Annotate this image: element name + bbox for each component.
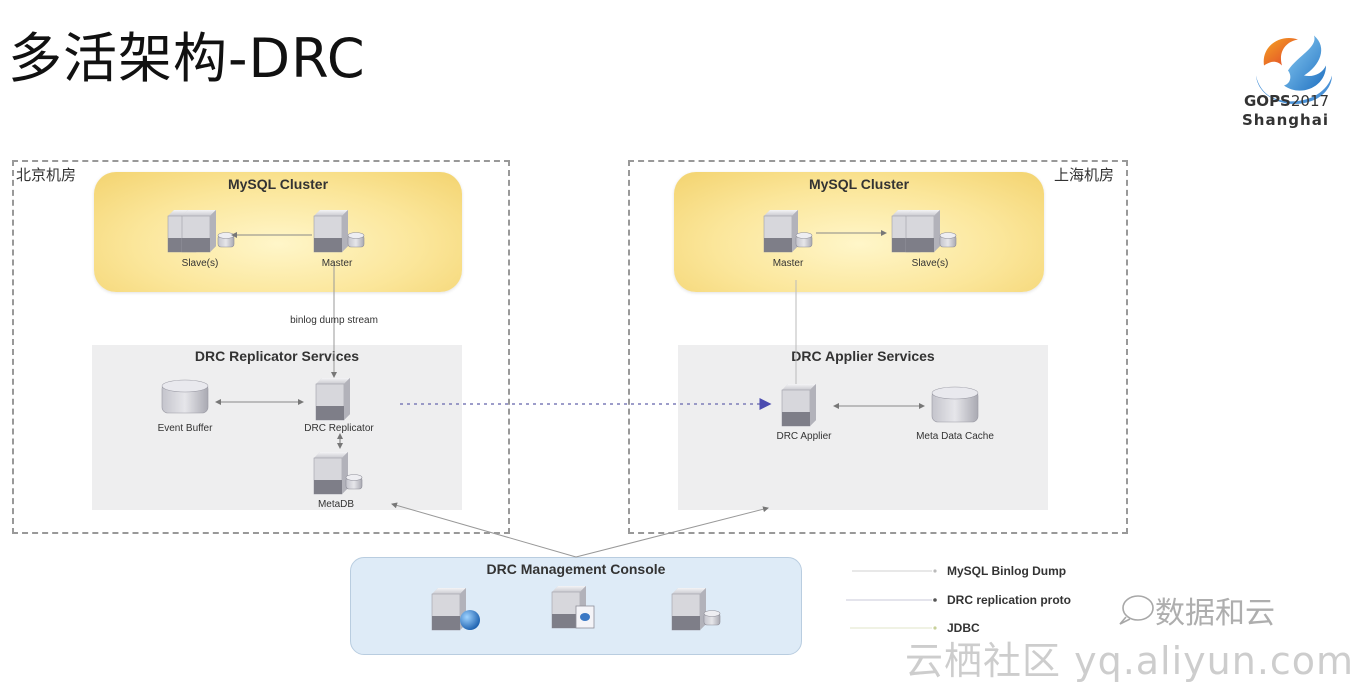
cluster-title: MySQL Cluster	[227, 176, 329, 192]
drc-replicator-server-icon	[315, 377, 351, 421]
shanghai-datacenter-box	[628, 160, 1128, 534]
metadb-label: MetaDB	[317, 499, 355, 510]
wechat-icon	[1119, 595, 1154, 625]
binlog-stream-label: binlog dump stream	[290, 315, 378, 326]
meta-data-cache-label: Meta Data Cache	[916, 431, 994, 442]
legend-label-jdbc: JDBC	[947, 621, 980, 635]
drc-replicator-services-group: DRC Replicator Services	[92, 345, 462, 510]
group-title: DRC Replicator Services	[194, 348, 360, 364]
beijing-datacenter-label: 北京机房	[16, 166, 77, 184]
legend-label-replication: DRC replication proto	[947, 593, 1072, 607]
drc-applier-server-icon	[781, 383, 817, 427]
legend-label-binlog: MySQL Binlog Dump	[947, 564, 1067, 578]
app-server-icon	[551, 585, 595, 629]
shanghai-datacenter-label: 上海机房	[1054, 166, 1115, 184]
console-to-applier-line	[575, 506, 769, 558]
legend-arrow-binlog	[933, 569, 937, 573]
slave-server-icon	[167, 209, 235, 253]
site-watermark: 云栖社区 yq.aliyun.com	[905, 639, 1355, 683]
slide-title: 多活架构-DRC	[8, 27, 366, 90]
slave-server-icon	[891, 209, 957, 253]
drc-replicator-label: DRC Replicator	[304, 423, 374, 434]
master-server-icon	[763, 209, 813, 253]
master-label: Master	[772, 258, 804, 269]
event-buffer-label: Event Buffer	[157, 423, 213, 434]
drc-applier-label: DRC Applier	[776, 431, 832, 442]
logo-brand: GOPS	[1244, 92, 1291, 110]
console-title: DRC Management Console	[486, 561, 666, 577]
beijing-mysql-cluster: MySQL Cluster	[94, 172, 462, 292]
cluster-title: MySQL Cluster	[808, 176, 910, 192]
shanghai-mysql-cluster: MySQL Cluster	[674, 172, 1044, 292]
wechat-watermark: 数据和云	[1155, 596, 1275, 631]
master-label: Master	[321, 258, 353, 269]
logo-brand-text: GOPS2017	[1244, 92, 1329, 110]
legend-arrow-jdbc	[933, 626, 937, 630]
slave-label: Slave(s)	[911, 258, 949, 269]
meta-data-cache-db-icon	[931, 386, 979, 423]
slave-label: Slave(s)	[181, 258, 219, 269]
logo-city-text: Shanghai	[1242, 111, 1329, 129]
metadb-server-icon	[313, 451, 363, 495]
event-buffer-db-icon	[161, 379, 209, 414]
beijing-datacenter-box	[12, 160, 510, 534]
logo-year: 2017	[1290, 92, 1330, 110]
legend-arrow-replication	[933, 598, 937, 602]
group-title: DRC Applier Services	[791, 348, 935, 364]
console-to-metadb-line	[391, 502, 577, 558]
web-server-icon	[431, 587, 480, 631]
drc-applier-services-group: DRC Applier Services	[678, 345, 1048, 510]
db-server-icon	[671, 587, 721, 631]
master-server-icon	[313, 209, 365, 253]
gops-swirl-logo-icon	[1256, 35, 1332, 104]
